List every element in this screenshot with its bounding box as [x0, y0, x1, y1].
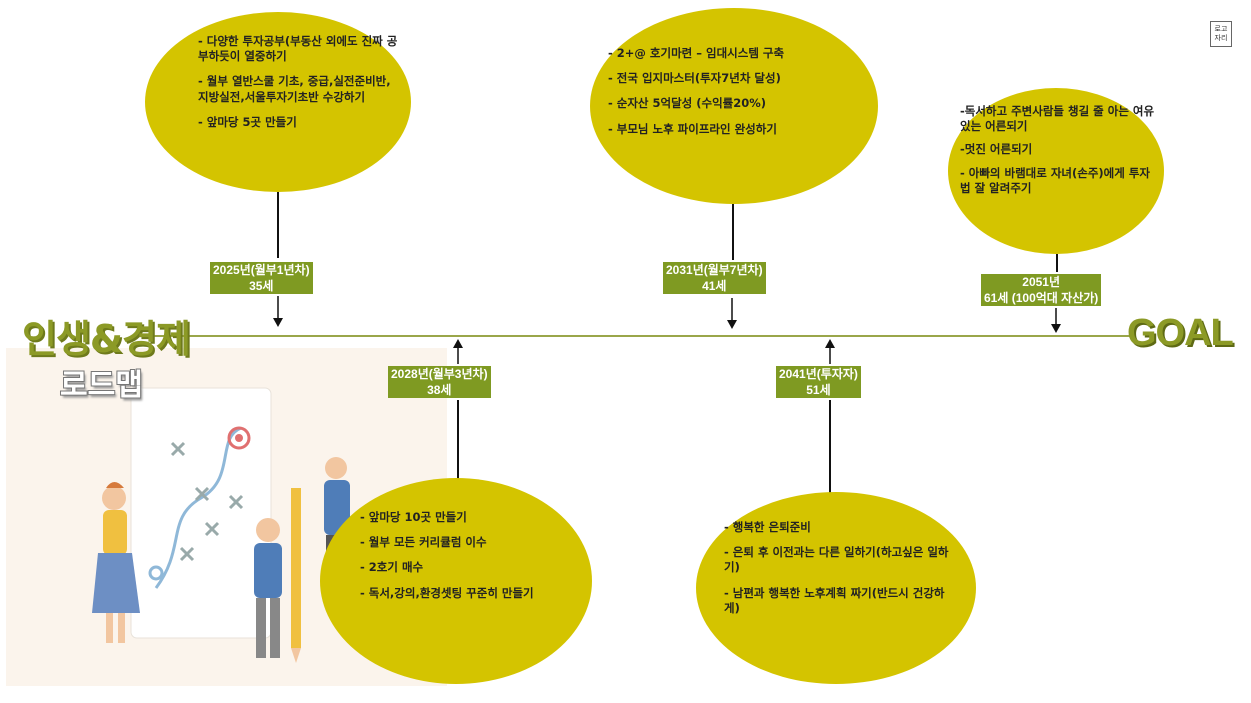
milestone-2031-item: - 순자산 5억달성 (수익률20%)	[608, 96, 767, 111]
milestone-2025-bubble	[145, 12, 411, 192]
milestone-2041-label: 2041년(투자자) 51세	[776, 366, 861, 398]
milestone-2051-bubble	[948, 88, 1164, 254]
milestone-2028-arrow	[453, 339, 463, 364]
milestone-2051-item: -멋진 어른되기	[960, 142, 1033, 157]
milestone-2025-label: 2025년(월부1년차) 35세	[210, 262, 313, 294]
milestone-2051-year: 2051년	[1022, 275, 1061, 289]
milestone-2041-item: - 남편과 행복한 노후계획 짜기(반드시 건강하게)	[724, 585, 945, 615]
milestone-2031-age: 41세	[702, 279, 727, 293]
milestone-2028-item: - 2호기 매수	[360, 560, 424, 575]
person-man	[254, 518, 282, 658]
milestone-2031-arrow	[727, 298, 737, 329]
milestone-2028-label: 2028년(월부3년차) 38세	[388, 366, 491, 398]
milestone-2028-age: 38세	[427, 383, 452, 397]
milestone-2051-connector	[1056, 254, 1058, 272]
milestone-2041-year: 2041년(투자자)	[779, 367, 858, 381]
milestone-2028-item: - 월부 모든 커리큘럼 이수	[360, 535, 487, 550]
logo-placeholder: 로고 자리	[1210, 21, 1232, 47]
milestone-2051-item: -독서하고 주변사람들 챙길 줄 아는 여유있는 어른되기	[960, 104, 1155, 134]
milestone-2025-text: - 다양한 투자공부(부동산 외에도 진짜 공부하듯이 열중하기 - 월부 열반…	[198, 34, 398, 140]
logo-text-1: 로고	[1214, 25, 1228, 33]
milestone-2028-item: - 독서,강의,환경셋팅 꾸준히 만들기	[360, 585, 534, 600]
milestone-2031-item: - 2+@ 호기마련 – 임대시스템 구축	[608, 46, 785, 60]
route-path	[154, 426, 242, 589]
whiteboard	[130, 387, 272, 639]
target-center	[235, 434, 243, 442]
milestone-2041-bubble	[696, 492, 976, 684]
milestone-2025-item: - 월부 열반스쿨 기초, 중급,실전준비반,지방실전,서울투자기초반 수강하기	[198, 74, 391, 104]
milestone-2051-age: 61세 (100억대 자산가)	[984, 291, 1099, 305]
milestone-2025-age: 35세	[249, 279, 274, 293]
logo-text-2: 자리	[1214, 34, 1228, 42]
milestone-2031-connector	[732, 204, 734, 260]
milestone-2041-item: - 행복한 은퇴준비	[724, 520, 811, 534]
milestone-2041-arrow	[825, 339, 835, 364]
milestone-2051-label: 2051년 61세 (100억대 자산가)	[981, 274, 1102, 306]
milestone-2031-text: - 2+@ 호기마련 – 임대시스템 구축 - 전국 입지마스터(투자7년차 달…	[608, 46, 866, 147]
roadmap-illustration	[92, 387, 350, 663]
person-woman	[92, 482, 140, 643]
start-circle	[148, 565, 164, 581]
milestone-2025-connector	[277, 192, 279, 258]
milestone-2028-text: - 앞마당 10곳 만들기 - 월부 모든 커리큘럼 이수 - 2호기 매수 -…	[360, 510, 570, 611]
milestone-2041-item: - 은퇴 후 이전과는 다른 일하기(하고싶은 일하기)	[724, 545, 949, 575]
target-icon	[227, 426, 251, 450]
milestone-2031-label: 2031년(월부7년차) 41세	[663, 262, 766, 294]
milestone-2031-item: - 전국 입지마스터(투자7년차 달성)	[608, 71, 781, 86]
milestone-2025-arrow	[273, 296, 283, 327]
milestone-2041-text: - 행복한 은퇴준비 - 은퇴 후 이전과는 다른 일하기(하고싶은 일하기) …	[724, 520, 952, 626]
milestone-2051-item: - 아빠의 바램대로 자녀(손주)에게 투자법 잘 알려주기	[960, 165, 1150, 195]
milestone-2025-item: - 앞마당 5곳 만들기	[198, 114, 297, 129]
milestone-2028-connector	[457, 400, 459, 482]
roadmap-subtitle: 로드맵	[60, 368, 143, 403]
milestone-2031-item: - 부모님 노후 파이프라인 완성하기	[608, 121, 777, 136]
milestone-2028-bubble	[320, 478, 592, 684]
goal-label: GOAL	[1127, 312, 1234, 354]
milestone-2051-arrow	[1051, 308, 1061, 333]
milestone-2051-text: -독서하고 주변사람들 챙길 줄 아는 여유있는 어른되기 -멋진 어른되기 -…	[960, 104, 1156, 204]
roadmap-title: 인생&경제	[22, 317, 191, 361]
x-marks	[170, 441, 244, 562]
milestone-2031-bubble	[590, 8, 878, 204]
milestone-2025-year: 2025년(월부1년차)	[213, 263, 310, 277]
milestone-2028-item: - 앞마당 10곳 만들기	[360, 510, 467, 524]
milestone-2041-age: 51세	[806, 383, 831, 397]
milestone-2025-item: - 다양한 투자공부(부동산 외에도 진짜 공부하듯이 열중하기	[198, 34, 398, 64]
pencil	[291, 488, 301, 663]
milestone-2041-connector	[829, 400, 831, 500]
milestone-2028-year: 2028년(월부3년차)	[391, 367, 488, 381]
timeline-axis	[150, 335, 1130, 337]
milestone-2031-year: 2031년(월부7년차)	[666, 263, 763, 277]
